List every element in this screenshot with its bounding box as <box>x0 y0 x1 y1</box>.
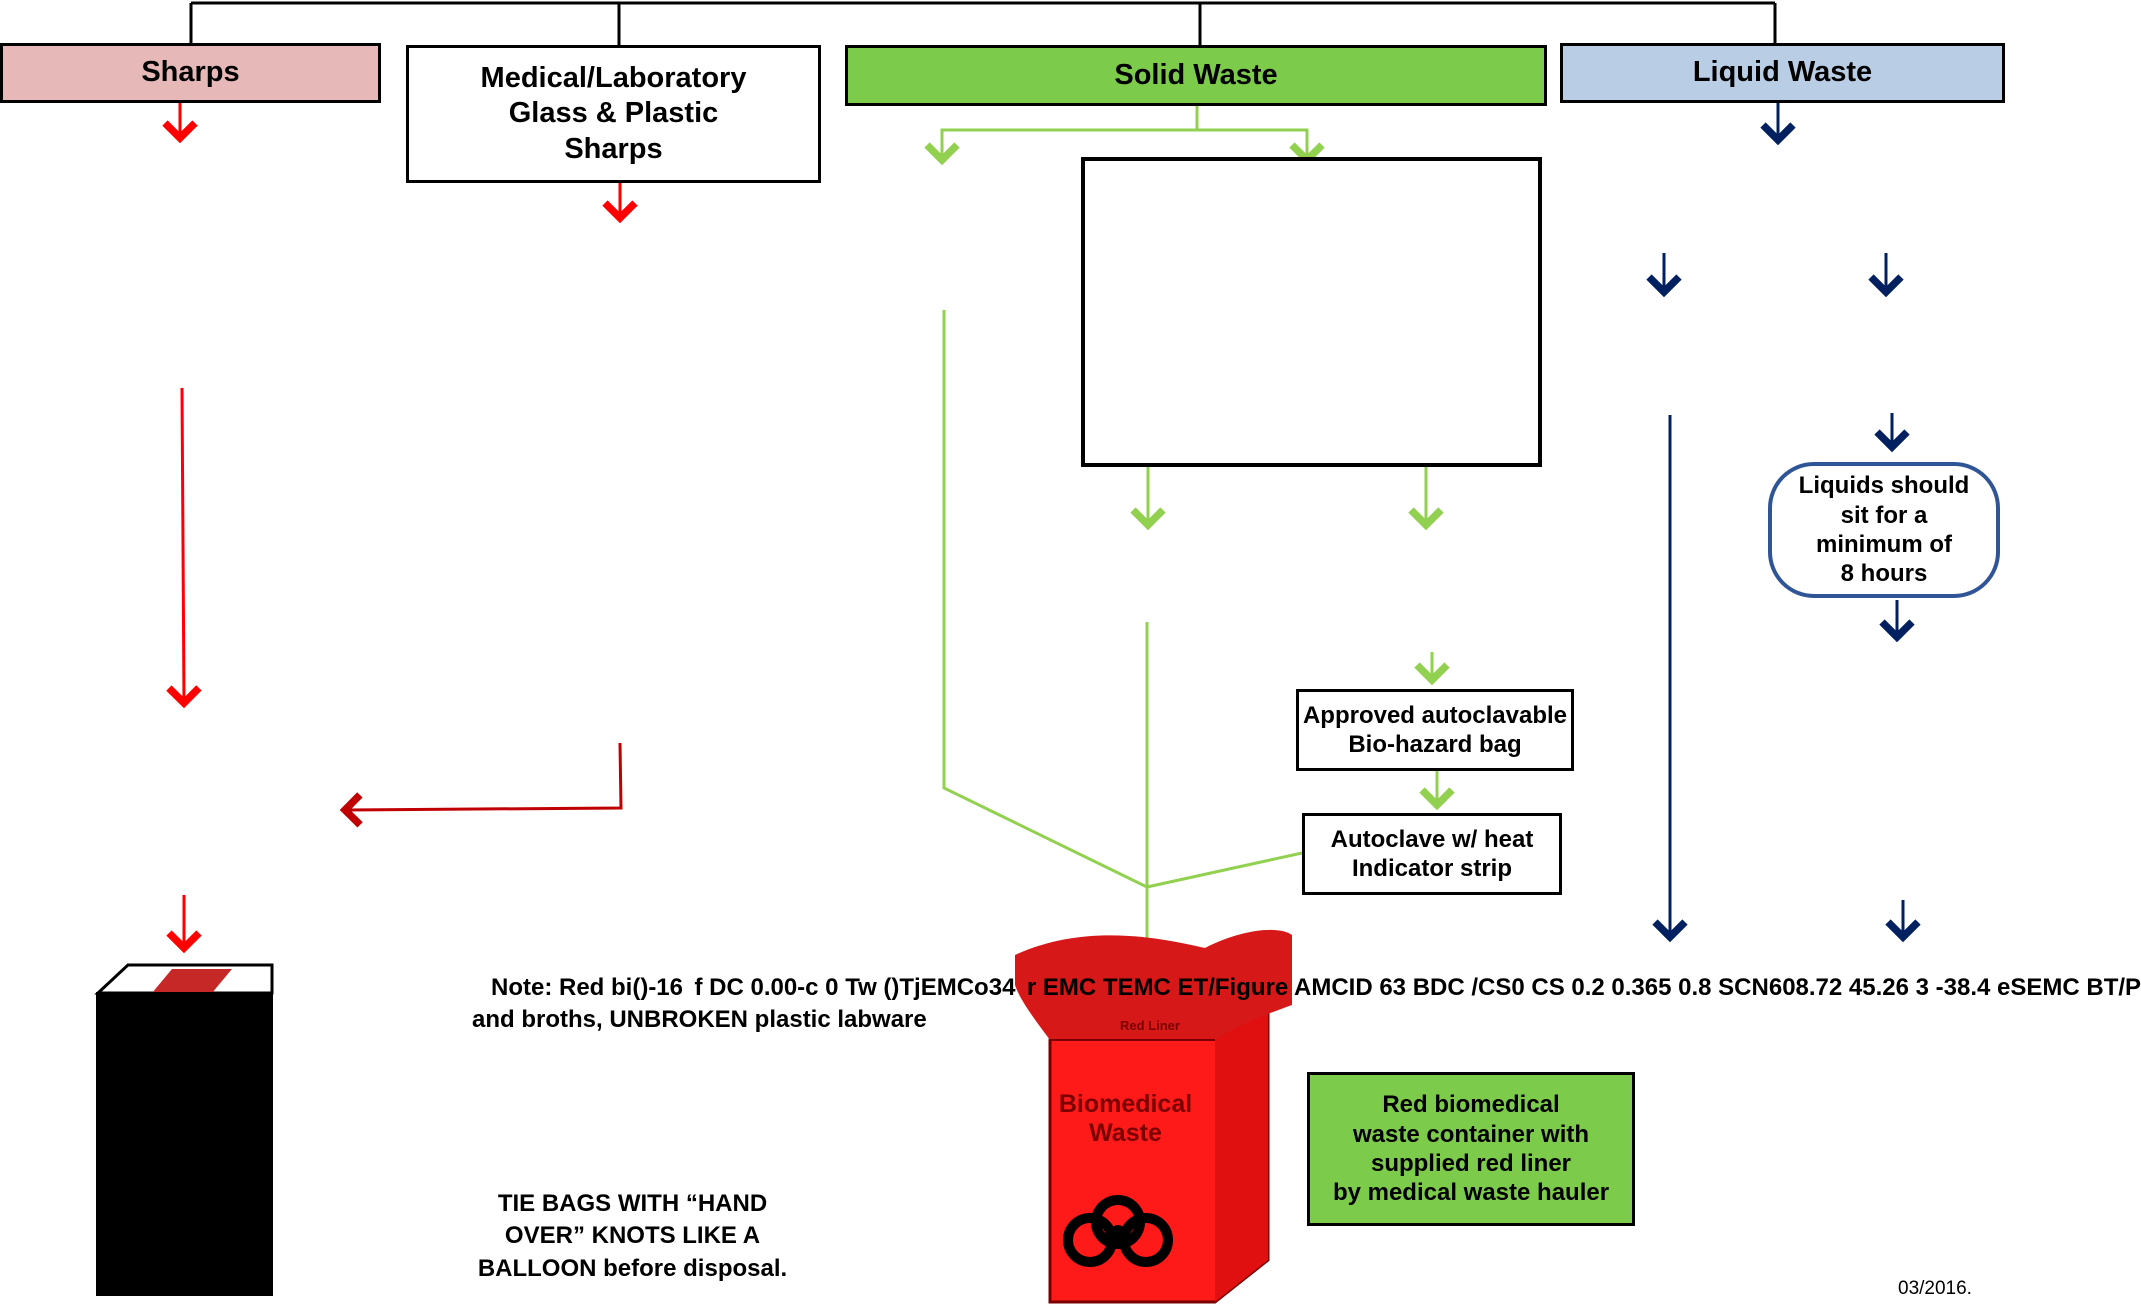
sharps-container-icon <box>94 963 274 1296</box>
red-container-box: Red biomedical waste container with supp… <box>1307 1072 1635 1226</box>
solid-waste-blank-box <box>1081 157 1542 467</box>
solid-waste-header: Solid Waste <box>845 45 1547 106</box>
note-line-2: and broths, UNBROKEN plastic labware <box>472 1006 927 1033</box>
bio-bag-label: Approved autoclavable Bio-hazard bag <box>1302 701 1568 758</box>
red-container-label: Red biomedical waste container with supp… <box>1332 1091 1610 1207</box>
autoclave-box: Autoclave w/ heat Indicator strip <box>1302 813 1562 895</box>
solid-waste-arrows <box>924 106 1455 974</box>
autoclave-label: Autoclave w/ heat Indicator strip <box>1330 825 1534 882</box>
liquid-waste-header-label: Liquid Waste <box>1692 56 1873 89</box>
bio-bag-box: Approved autoclavable Bio-hazard bag <box>1296 689 1574 771</box>
sharps-header: Sharps <box>0 43 381 103</box>
tie-bags-note: TIE BAGS WITH “HAND OVER” KNOTS LIKE A B… <box>477 1190 788 1282</box>
biomedical-waste-bin-icon <box>1015 929 1292 1304</box>
connector-layer <box>94 1 1921 1304</box>
liquids-sit-label: Liquids should sit for a minimum of 8 ho… <box>1798 472 1970 588</box>
date-stamp: 03/2016. <box>1898 1278 1972 1299</box>
sharps-header-label: Sharps <box>141 56 240 89</box>
liquid-waste-header: Liquid Waste <box>1560 43 2005 103</box>
top-bracket <box>189 1 1777 45</box>
sharps-arrows <box>162 103 638 954</box>
liquid-waste-arrows <box>1646 103 1921 943</box>
bin-label: Biomedical Waste <box>1058 1090 1193 1147</box>
liquids-sit-box: Liquids should sit for a minimum of 8 ho… <box>1768 462 2000 598</box>
med-lab-header-label: Medical/Laboratory Glass & Plastic Sharp… <box>480 61 747 165</box>
bin-liner-label: Red Liner <box>1120 1018 1180 1033</box>
med-lab-header: Medical/Laboratory Glass & Plastic Sharp… <box>406 45 821 183</box>
note-line-1: Note: Red bi()-16 f DC 0.00-c 0 Tw ()TjE… <box>491 974 2141 1001</box>
glass-to-sharps-arrow <box>339 742 623 828</box>
solid-waste-header-label: Solid Waste <box>1114 58 1278 91</box>
